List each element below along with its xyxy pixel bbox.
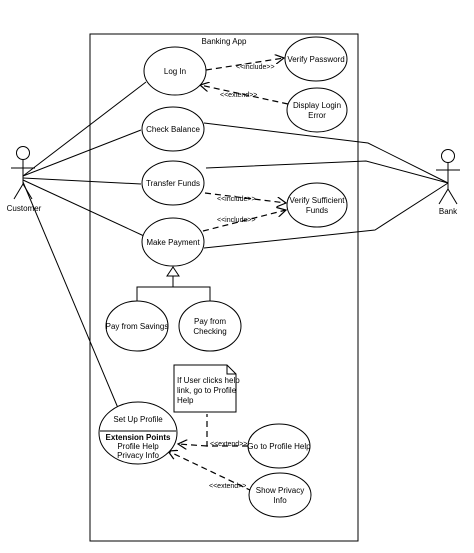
usecase-verify-funds-label-1: Verify Sufficient <box>290 196 346 205</box>
usecase-show-privacy-info <box>248 472 312 518</box>
assoc-customer-profile <box>22 181 119 409</box>
include-payment-label: <<include>> <box>217 217 256 224</box>
actor-bank-label: Bank <box>439 207 458 216</box>
usecase-pay-from-checking-label-2: Checking <box>193 327 226 336</box>
extend-privacy-label: <<extend>> <box>209 483 246 490</box>
usecase-transfer-funds <box>141 160 205 206</box>
extension-point-profile-help: Profile Help <box>117 442 159 451</box>
usecase-log-in-label: Log In <box>164 67 186 76</box>
usecase-show-privacy-info-label-1: Show Privacy <box>256 486 304 495</box>
note-fold <box>226 365 236 375</box>
extend-profile-help-label: <<extend>> <box>210 441 247 448</box>
include-transfer-label: <<include>> <box>217 196 256 203</box>
actor-customer <box>11 146 35 200</box>
assoc-bank-payment <box>203 182 449 249</box>
extension-points-title: Extension Points <box>106 433 171 442</box>
include-payment-arrow <box>202 210 286 232</box>
assoc-customer-checkbalance <box>22 129 142 177</box>
usecase-display-login-error-label-2: Error <box>308 111 326 120</box>
usecase-log-in <box>143 46 207 96</box>
usecase-pay-from-checking <box>178 300 242 352</box>
extend-privacy-arrow <box>168 451 253 492</box>
note-line-3: Help <box>177 396 194 405</box>
include-verify-password-arrow <box>205 58 284 71</box>
system-boundary <box>89 33 359 542</box>
extend-login-error-arrow <box>200 85 289 105</box>
assoc-bank-checkbalance <box>203 122 449 184</box>
usecase-transfer-funds-label: Transfer Funds <box>146 179 200 188</box>
extend-login-error-label: <<extend>> <box>220 92 257 99</box>
actor-customer-label: Customer <box>7 204 42 213</box>
usecase-set-up-profile <box>98 401 178 465</box>
usecase-pay-from-savings <box>105 300 169 352</box>
usecase-display-login-error <box>286 87 348 133</box>
usecase-make-payment-label: Make Payment <box>146 238 200 247</box>
generalization-branches <box>136 286 211 307</box>
usecase-check-balance <box>141 106 205 152</box>
usecase-verify-funds-label-2: Funds <box>306 206 328 215</box>
usecase-show-privacy-info-label-2: Info <box>273 496 287 505</box>
include-verify-password-label: <<include>> <box>236 64 275 71</box>
usecase-verify-password-label: Verify Password <box>287 55 344 64</box>
assoc-bank-transfer <box>205 160 449 184</box>
usecase-verify-funds <box>286 182 348 228</box>
usecase-pay-from-checking-label-1: Pay from <box>194 317 226 326</box>
usecase-check-balance-label: Check Balance <box>146 125 200 134</box>
extend-profile-help-arrow <box>178 444 208 446</box>
usecase-set-up-profile-label: Set Up Profile <box>113 415 163 424</box>
note-box <box>173 364 237 413</box>
usecase-make-payment <box>141 217 205 267</box>
note-line-2: link, go to Profile <box>177 386 237 395</box>
usecase-go-to-profile-help-label: Go to Profile Help <box>247 442 311 451</box>
usecase-verify-password <box>284 36 348 82</box>
assoc-customer-payment <box>22 179 145 237</box>
actor-bank <box>436 149 460 205</box>
extension-point-privacy-info: Privacy Info <box>117 451 159 460</box>
assoc-customer-transfer <box>22 177 142 185</box>
note-line-1: If User clicks help <box>177 376 240 385</box>
usecase-pay-from-savings-label: Pay from Savings <box>106 322 169 331</box>
usecase-go-to-profile-help <box>247 423 311 469</box>
assoc-customer-login <box>22 81 147 177</box>
include-transfer-arrow <box>204 192 286 203</box>
generalization-triangle <box>166 266 180 277</box>
system-title: Banking App <box>202 37 247 46</box>
usecase-display-login-error-label-1: Display Login <box>293 101 341 110</box>
